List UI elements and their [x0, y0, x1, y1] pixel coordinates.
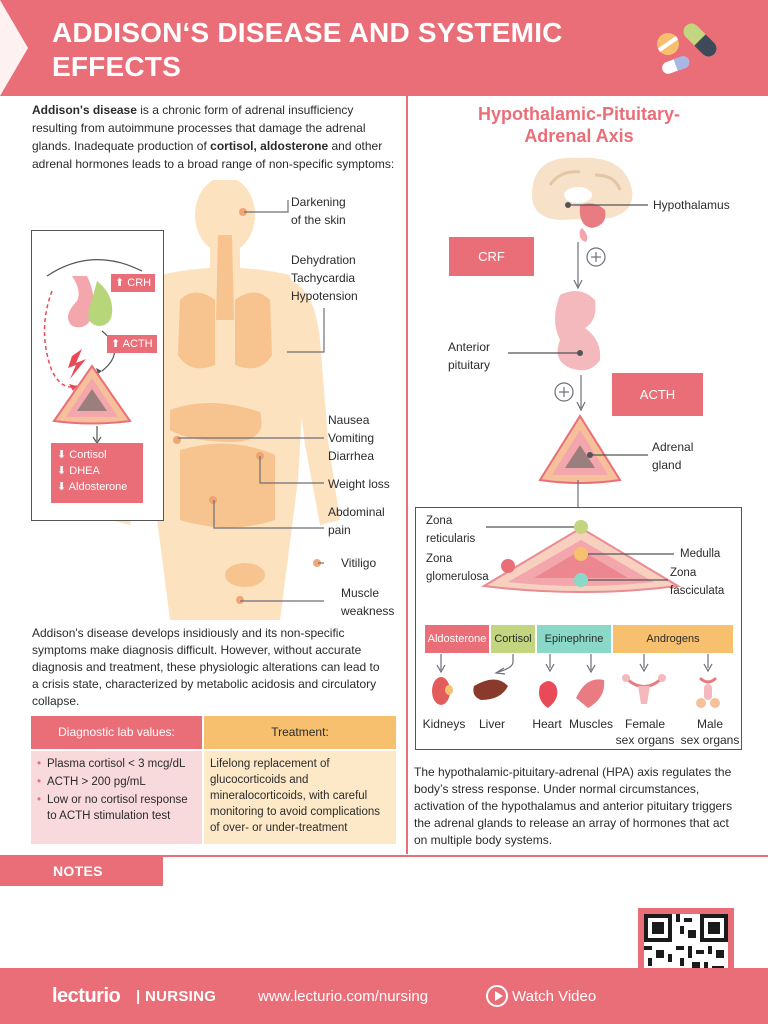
kidney-icon	[432, 677, 450, 705]
result-aldosterone: ⬇ Aldosterone	[57, 481, 128, 493]
label-abdominal: Abdominal pain	[328, 505, 385, 537]
label-anterior-pituitary: Anterior pituitary	[448, 340, 491, 372]
hpa-title: Hypothalamic-Pituitary- Adrenal Axis	[477, 104, 681, 146]
insert-illustration	[43, 259, 143, 445]
website-link[interactable]: www.lecturio.com/nursing	[258, 988, 429, 1005]
page-title: ADDISON‘S DISEASE AND SYSTEMIC EFFECTS	[52, 17, 563, 82]
diagnostic-treatment-table: Diagnostic lab values: Treatment: Plasma…	[31, 716, 396, 844]
label-medulla: Medulla	[680, 548, 721, 560]
watch-video-link[interactable]: Watch Video	[512, 988, 597, 1005]
pills-icon	[657, 23, 717, 74]
heart-icon	[539, 681, 558, 708]
intro-bold-hormones: cortisol, aldosterone	[210, 139, 329, 153]
notes-divider	[0, 855, 768, 857]
result-cortisol: ⬇ Cortisol	[57, 449, 107, 461]
intro-text-1: is a chronic form of adrenal insufficien…	[32, 103, 366, 153]
nursing-label: | NURSING	[136, 988, 217, 1005]
organ-kidneys: Kidneys	[422, 717, 466, 731]
label-zona-reticularis: Zona reticularis	[426, 515, 476, 545]
crf-box: CRF	[449, 237, 534, 276]
female-organs-icon	[622, 674, 666, 704]
label-vitiligo: Vitiligo	[341, 556, 377, 570]
diag-item: Plasma cortisol < 3 mcg/dL	[37, 756, 196, 772]
label-zona-glomerulosa: Zona glomerulosa	[426, 553, 489, 583]
hormone-epinephrine: Epinephrine	[537, 625, 611, 653]
zones-illustration	[432, 520, 720, 708]
intro-text-2: and other adrenal hormones leads to a br…	[32, 139, 395, 171]
body-illustration	[110, 180, 340, 620]
label-zona-fasciculata: Zona fasciculata	[670, 567, 725, 597]
organ-icons	[432, 674, 720, 708]
label-adrenal-gland: Adrenal gland	[652, 440, 694, 472]
notes-label: NOTES	[0, 857, 163, 886]
organ-female: Female sex organs	[615, 717, 675, 747]
hpa-description: The hypothalamic-pituitary-adrenal (HPA)…	[414, 765, 733, 847]
organ-male: Male sex organs	[680, 717, 740, 747]
column-divider	[406, 96, 408, 854]
treatment-header: Treatment:	[204, 716, 396, 749]
play-icon[interactable]	[486, 985, 508, 1007]
result-dhea: ⬇ DHEA	[57, 465, 100, 477]
liver-icon	[473, 679, 508, 700]
header-notch	[0, 0, 28, 96]
intro-term: Addison's disease	[32, 103, 137, 117]
hormone-aldosterone: Aldosterone	[425, 625, 489, 653]
diagnosis-paragraph: Addison's disease develops insidiously a…	[32, 626, 380, 708]
hormone-decrease-box: ⬇ Cortisol ⬇ DHEA ⬇ Aldosterone	[51, 443, 143, 503]
acth-tag: ⬆ ACTH	[107, 335, 157, 353]
lecturio-logo[interactable]: lecturio	[52, 985, 121, 1007]
hormone-androgens: Androgens	[613, 625, 733, 653]
diag-list: Plasma cortisol < 3 mcg/dL ACTH > 200 pg…	[31, 751, 202, 844]
hpa-diagram	[508, 157, 648, 507]
hormone-cortisol: Cortisol	[491, 625, 535, 653]
page-footer: lecturio | NURSING www.lecturio.com/nurs…	[0, 968, 768, 1024]
page-header: ADDISON‘S DISEASE AND SYSTEMIC EFFECTS	[0, 0, 768, 96]
organ-muscles: Muscles	[568, 717, 613, 731]
crh-tag: ⬆ CRH	[111, 274, 156, 292]
treatment-text: Lifelong replacement of glucocorticoids …	[204, 751, 396, 844]
muscle-icon	[576, 679, 605, 708]
male-organs-icon	[696, 676, 720, 708]
diag-header: Diagnostic lab values:	[31, 716, 202, 749]
label-gi: Nausea Vomiting Diarrhea	[328, 413, 375, 463]
label-skin: Darkening of the skin	[291, 195, 346, 227]
label-cardio: Dehydration Tachycardia Hypotension	[291, 253, 358, 303]
organ-heart: Heart	[532, 717, 562, 731]
label-muscle: Muscle weakness	[341, 586, 395, 618]
label-weight: Weight loss	[328, 477, 390, 491]
label-hypothalamus: Hypothalamus	[653, 198, 730, 212]
organ-liver: Liver	[478, 717, 505, 731]
intro-paragraph: Addison's disease is a chronic form of a…	[32, 101, 396, 173]
diag-item: Low or no cortisol response to ACTH stim…	[37, 792, 196, 824]
diag-item: ACTH > 200 pg/mL	[37, 774, 196, 790]
acth-box: ACTH	[612, 373, 703, 416]
